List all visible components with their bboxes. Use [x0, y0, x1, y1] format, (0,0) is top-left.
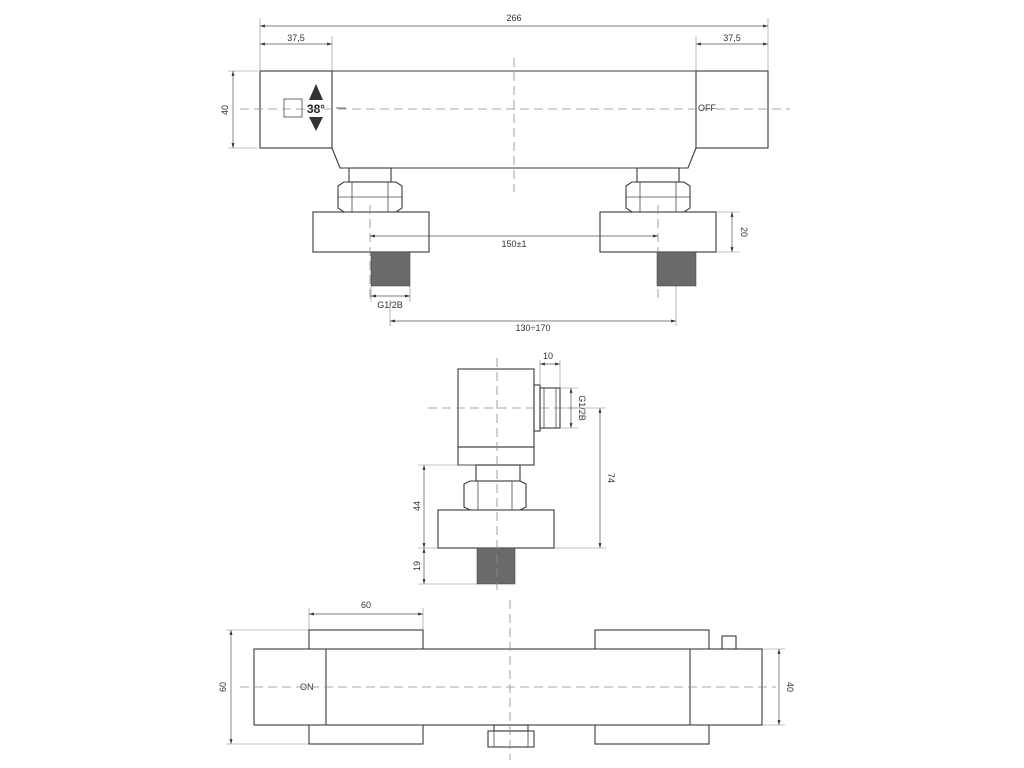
flow-handle-block — [695, 70, 769, 149]
dim-side-height-lower-label: 19 — [412, 561, 422, 571]
main-body — [331, 147, 697, 169]
dim-connector-height-label: 20 — [739, 227, 749, 237]
dim-right-block-label: 37,5 — [723, 33, 741, 43]
right-connector — [599, 167, 717, 300]
top-outlet — [487, 730, 535, 748]
top-button — [721, 635, 737, 650]
side-view: 10 G1/2B 74 44 19 — [412, 351, 616, 590]
dim-side-outlet: 10 — [539, 351, 561, 388]
dim-thread-front: G1/2B — [370, 286, 411, 310]
dim-right-block: 37,5 — [696, 33, 768, 46]
dim-top-block-width-label: 60 — [361, 600, 371, 610]
side-thread — [476, 547, 516, 585]
dim-side-height-total-label: 74 — [606, 473, 616, 483]
side-flange — [437, 509, 555, 549]
dim-side-height-lower: 19 — [412, 548, 477, 585]
temp-down-arrow-icon — [309, 117, 323, 131]
left-connector — [312, 167, 430, 300]
off-label: OFF — [698, 103, 716, 113]
side-nut — [463, 480, 527, 511]
on-label: ON — [300, 682, 314, 692]
dim-left-block-label: 37,5 — [287, 33, 305, 43]
dim-side-height-upper: 44 — [412, 464, 476, 549]
dim-top-body-height-label: 40 — [785, 682, 795, 692]
top-view: 60 60 40 ON — [218, 600, 795, 760]
dim-overall-width-label: 266 — [506, 13, 521, 23]
front-view: 266 37,5 37,5 40 38° OFF — [220, 13, 790, 333]
dim-connector-spacing: 150±1 — [370, 234, 658, 249]
dim-body-height-label: 40 — [220, 105, 230, 115]
dim-left-block: 37,5 — [260, 33, 332, 46]
dim-top-block-width: 60 — [308, 600, 424, 630]
dim-connector-spacing-label: 150±1 — [502, 239, 527, 249]
side-body — [457, 368, 535, 448]
dim-top-body-height: 40 — [762, 648, 795, 726]
temp-up-arrow-icon — [309, 84, 323, 100]
dim-side-height-upper-label: 44 — [412, 501, 422, 511]
dim-overall-width: 266 — [260, 13, 768, 28]
temperature-button-square — [283, 98, 303, 118]
dim-body-height: 40 — [220, 71, 235, 148]
dim-top-depth-label: 60 — [218, 682, 228, 692]
temperature-handle-block — [259, 70, 333, 149]
dim-spacing-range-label: 130÷170 — [516, 323, 551, 333]
dim-connector-height: 20 — [716, 211, 749, 253]
dim-top-depth: 60 — [218, 629, 309, 745]
dim-side-height-total: 74 — [554, 407, 616, 549]
dim-spacing-range: 130÷170 — [389, 286, 677, 333]
dim-side-outlet-label: 10 — [543, 351, 553, 361]
